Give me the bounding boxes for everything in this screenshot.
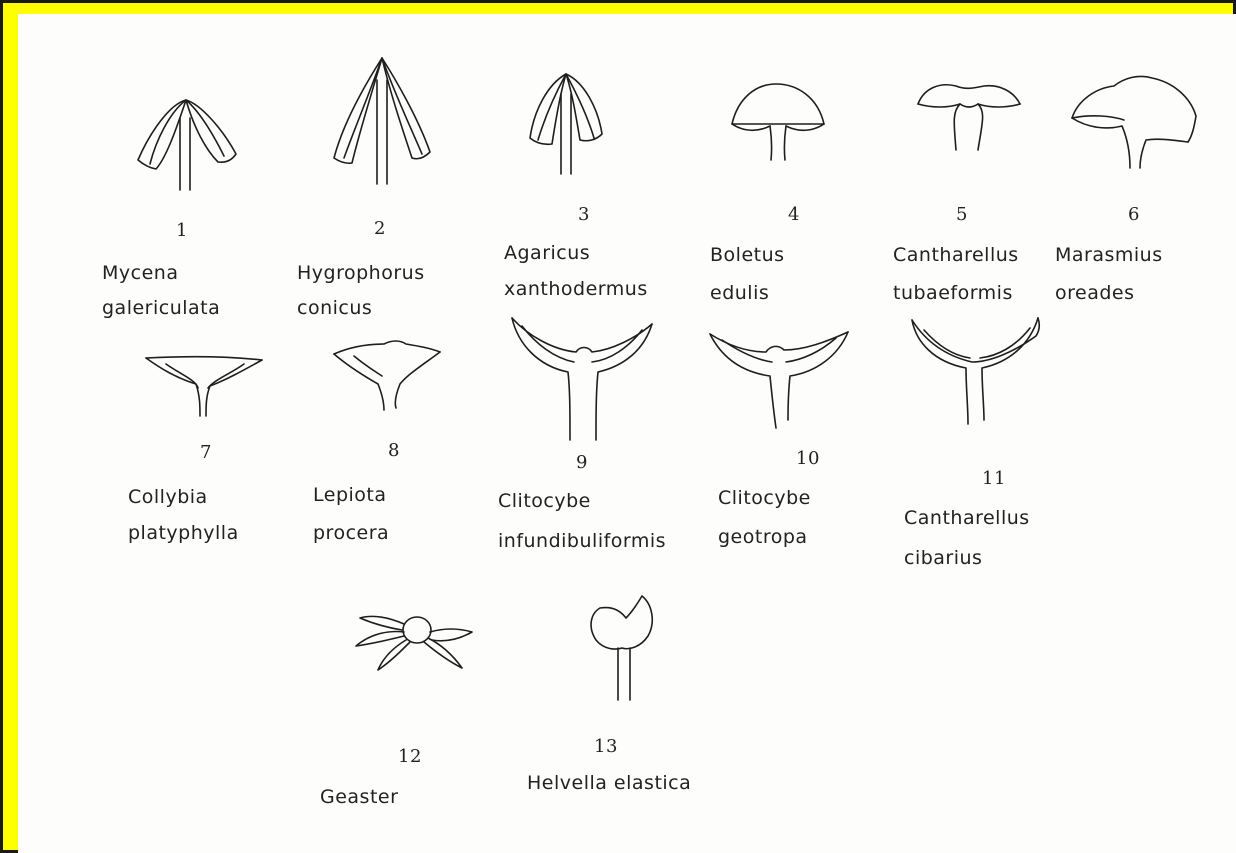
specimen-6-species: oreades [1055,284,1135,303]
specimen-11-number: 11 [982,470,1006,488]
clitocybe-geotropa-icon [710,332,848,428]
specimen-9-genus: Clitocybe [498,492,591,511]
specimen-2-number: 2 [374,220,386,238]
geaster-icon [356,616,472,670]
specimen-13-name: Helvella elastica [527,774,691,793]
collybia-icon [146,357,262,416]
specimen-10-species: geotropa [718,528,808,547]
specimen-4-genus: Boletus [710,246,785,265]
specimen-13-number: 13 [594,738,618,756]
specimen-5-number: 5 [956,206,968,224]
specimen-8-number: 8 [388,442,400,460]
clitocybe-infundibuliformis-icon [512,318,652,440]
specimen-2-species: conicus [297,299,372,318]
specimen-5-species: tubaeformis [893,284,1013,303]
specimen-1-number: 1 [176,222,188,240]
specimen-5-genus: Cantharellus [893,246,1019,265]
specimen-10-number: 10 [796,450,820,468]
specimen-11-genus: Cantharellus [904,509,1030,528]
specimen-6-genus: Marasmius [1055,246,1163,265]
specimen-3-species: xanthodermus [504,280,648,299]
specimen-7-number: 7 [200,444,212,462]
specimen-1-species: galericulata [102,299,220,318]
lepiota-icon [334,341,440,410]
specimen-4-species: edulis [710,284,769,303]
cantharellus-tubaeformis-icon [918,85,1020,150]
specimen-7-species: platyphylla [128,524,239,543]
specimen-8-genus: Lepiota [313,486,387,505]
boletus-icon [732,84,824,160]
specimen-11-species: cibarius [904,549,982,568]
specimen-8-species: procera [313,524,389,543]
helvella-icon [591,596,652,700]
specimen-3-number: 3 [578,206,590,224]
specimen-3-genus: Agaricus [504,244,590,263]
hygrophorus-icon [334,58,430,184]
specimen-9-species: infundibuliformis [498,532,666,551]
specimen-12-name: Geaster [320,788,398,807]
specimen-10-genus: Clitocybe [718,489,811,508]
specimen-6-number: 6 [1128,206,1140,224]
cantharellus-cibarius-icon [912,318,1039,424]
specimen-4-number: 4 [788,206,800,224]
marasmius-icon [1072,76,1196,168]
agaricus-icon [530,74,602,174]
specimen-1-genus: Mycena [102,264,178,283]
specimen-12-number: 12 [398,748,422,766]
specimen-2-genus: Hygrophorus [297,264,425,283]
mycena-icon [138,100,236,190]
specimen-7-genus: Collybia [128,488,208,507]
specimen-9-number: 9 [576,454,588,472]
